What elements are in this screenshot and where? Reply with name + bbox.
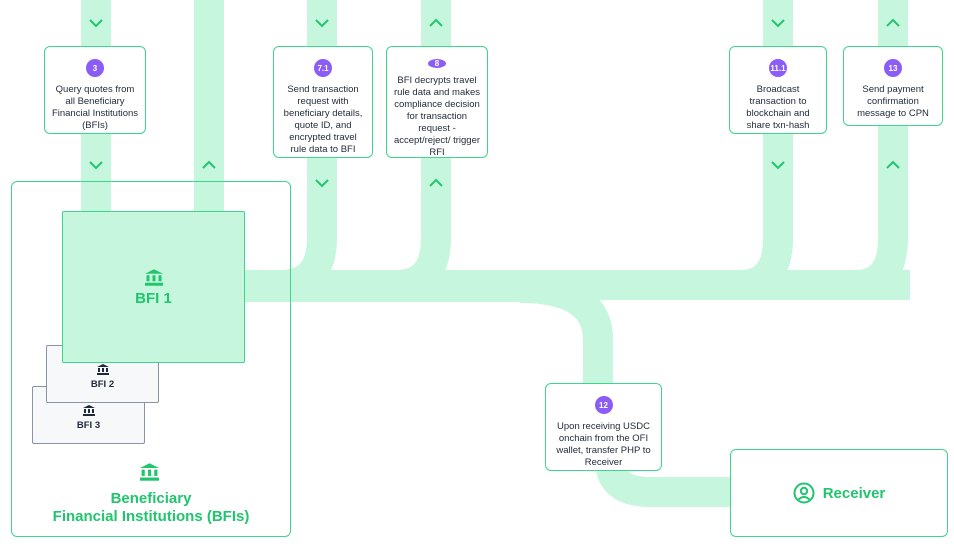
bfi-1-label: BFI 1 — [135, 290, 172, 307]
bfi-group-title-line2: Financial Institutions (BFIs) — [52, 508, 250, 525]
step-badge: 7.1 — [314, 59, 332, 77]
chevron-down-icon — [315, 179, 329, 188]
flow-band-12 — [519, 273, 613, 390]
chevron-down-icon — [771, 19, 785, 28]
chevron-up-icon — [886, 18, 900, 27]
chevron-up-icon — [429, 178, 443, 187]
chevron-down-icon — [89, 161, 103, 170]
step-7-1-box[interactable]: 7.1 Send transaction request with benefi… — [273, 46, 373, 158]
bank-icon — [83, 405, 95, 416]
bank-icon — [97, 364, 109, 375]
step-badge: 3 — [86, 59, 104, 77]
chevron-down-icon — [89, 19, 103, 28]
step-badge: 11.1 — [769, 59, 787, 77]
step-11-1-box[interactable]: 11.1 Broadcast transaction to blockchain… — [729, 46, 827, 134]
bfi-group-title-line1: Beneficiary — [110, 490, 192, 507]
step-badge: 8 — [428, 59, 446, 68]
step-text: Send transaction request with beneficiar… — [283, 84, 363, 155]
bfi-2-label: BFI 2 — [90, 379, 115, 390]
step-text: Broadcast transaction to blockchain and … — [746, 84, 810, 131]
bfi-1-card[interactable]: BFI 1 — [62, 211, 245, 363]
bfi-group — [11, 181, 291, 537]
receiver-label: Receiver — [822, 484, 886, 502]
chevron-up-icon — [202, 160, 216, 169]
chevron-up-icon — [429, 18, 443, 27]
receiver-card[interactable]: Receiver — [730, 449, 948, 537]
chevron-down-icon — [315, 19, 329, 28]
user-circle-icon — [793, 482, 815, 504]
bank-icon — [145, 269, 163, 286]
flow-band-13 — [720, 0, 908, 300]
bfi-3-label: BFI 3 — [76, 420, 101, 431]
step-13-box[interactable]: 13 Send payment confirmation message to … — [843, 46, 943, 126]
step-text: Query quotes from all Beneficiary Financ… — [51, 84, 139, 131]
step-3-box[interactable]: 3 Query quotes from all Beneficiary Fina… — [44, 46, 146, 134]
chevron-down-icon — [771, 161, 785, 170]
step-12-box[interactable]: 12 Upon receiving USDC onchain from the … — [545, 383, 662, 471]
bank-icon — [140, 463, 159, 481]
step-text: Upon receiving USDC onchain from the OFI… — [556, 421, 651, 468]
step-8-box[interactable]: 8 BFI decrypts travel rule data and make… — [386, 46, 488, 158]
flow-band-11-1 — [600, 0, 793, 300]
step-badge: 13 — [884, 59, 902, 77]
step-badge: 12 — [594, 396, 613, 414]
step-text: BFI decrypts travel rule data and makes … — [393, 75, 481, 158]
chevron-up-icon — [886, 160, 900, 169]
bfi-group-title: Beneficiary Financial Institutions (BFIs… — [11, 490, 291, 526]
step-text: Send payment confirmation message to CPN — [857, 84, 929, 119]
